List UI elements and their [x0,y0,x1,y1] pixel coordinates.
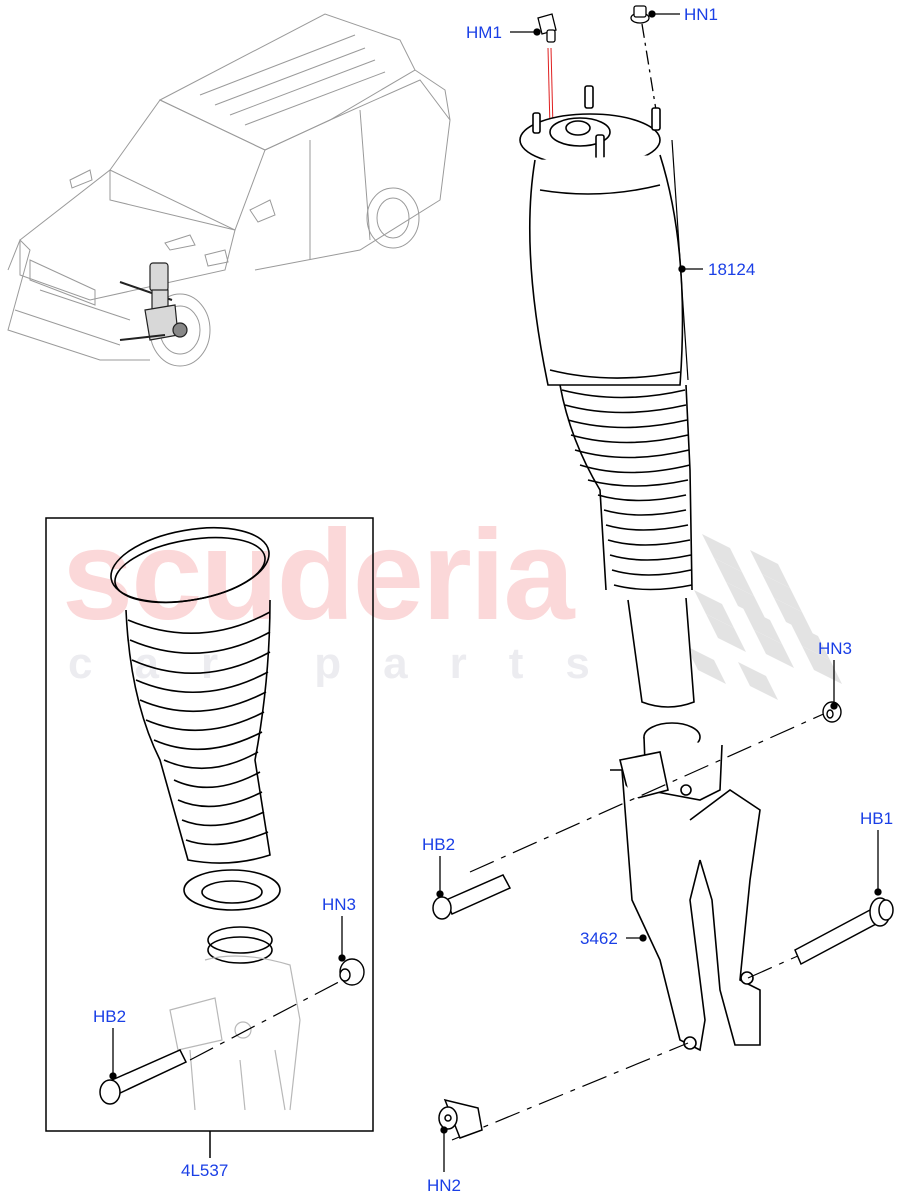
hb1-bolt-art [794,897,894,966]
hb2-bolt-art [432,874,512,920]
kit-inset-frame [45,517,374,1132]
callout-inset-hn3[interactable]: HN3 [322,895,357,914]
hn2-nut-art [438,1098,483,1139]
callout-18124[interactable]: 18124 [708,260,756,279]
hm1-air-fitting-art [537,13,557,129]
callout-hb1[interactable]: HB1 [860,809,894,828]
callout-hn2[interactable]: HN2 [427,1176,462,1195]
callout-hb2[interactable]: HB2 [422,835,456,854]
watermark-brand: scuderia [62,504,574,647]
inset-hn3-nut-art [339,958,365,986]
callout-3462[interactable]: 3462 [580,929,618,948]
fork-bracket-art [610,722,761,1052]
hn3-nut-art [822,701,842,723]
vehicle-locator-illustration [7,13,451,367]
callout-leaders [109,10,882,1172]
inset-hb2-bolt-art [99,1049,188,1105]
strut-leader-line [671,139,689,381]
callout-4l537[interactable]: 4L537 [181,1161,229,1180]
air-strut-art [519,85,695,708]
callout-inset-hb2[interactable]: HB2 [93,1007,127,1026]
inset-fork-ghost-art [169,955,301,1111]
hn1-nut-art [630,5,657,111]
callout-hn3[interactable]: HN3 [818,639,853,658]
vehicle-suspension-highlight [119,262,188,341]
dust-boot-kit-art [110,527,281,964]
callout-hn1[interactable]: HN1 [684,5,719,24]
callout-hm1[interactable]: HM1 [466,23,502,42]
